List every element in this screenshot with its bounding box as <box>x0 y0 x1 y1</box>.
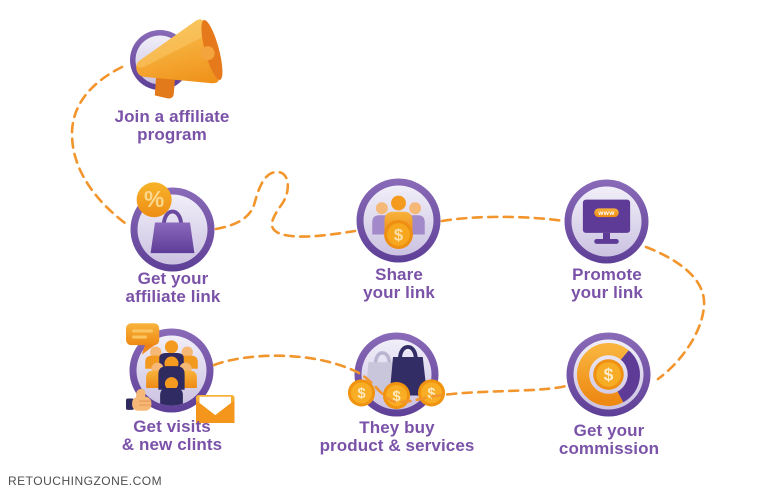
shopping-bags-coins-icon: $ $ $ <box>347 332 446 417</box>
megaphone-knob <box>200 46 215 61</box>
label-line: Promote <box>572 265 642 284</box>
dollar-symbol: $ <box>357 386 366 402</box>
person-head <box>375 202 388 215</box>
label-get-visits: Get visits & new clints <box>122 418 222 453</box>
label-line: Share <box>375 265 423 284</box>
bag-body <box>150 222 195 254</box>
crowd-group <box>145 340 198 406</box>
crowd-thumbsup-mail-icon <box>126 323 235 423</box>
monitor-neck <box>603 232 610 239</box>
dollar-coin: $ <box>347 379 376 407</box>
path-link-to-share-loop <box>214 170 357 238</box>
monitor-base <box>594 239 619 244</box>
label-they-buy: They buy product & services <box>320 419 475 454</box>
label-get-commission: Get your commission <box>559 422 659 457</box>
person-head <box>391 195 406 211</box>
www-text: www <box>597 210 615 217</box>
thumbs-up-icon <box>126 388 152 411</box>
www-pill <box>594 208 619 218</box>
percent-coin <box>136 182 172 218</box>
label-line: your link <box>363 282 435 302</box>
speech-bubble-icon <box>126 323 160 355</box>
label-line: Get visits <box>133 417 211 436</box>
label-line: Get your <box>137 269 209 288</box>
dollar-symbol: $ <box>604 365 614 385</box>
dollar-coin: $ <box>382 381 411 410</box>
dollar-symbol: $ <box>427 386 436 402</box>
megaphone-icon <box>130 19 223 99</box>
dollar-symbol: $ <box>394 226 403 245</box>
label-line: commission <box>558 438 660 458</box>
pie-purple-segment <box>617 350 640 403</box>
label-line: & new clints <box>121 434 223 454</box>
label-line: product & services <box>319 435 475 455</box>
percent-symbol: % <box>144 186 164 212</box>
label-line: affiliate link <box>125 286 221 306</box>
dollar-symbol: $ <box>392 389 401 405</box>
pie-orange-segment <box>576 343 629 406</box>
site-watermark: RETOUCHINGZONE.COM <box>8 474 163 488</box>
label-line: your link <box>571 282 643 302</box>
bag-handle <box>161 209 184 227</box>
person-head <box>409 202 422 215</box>
label-join-program: Join a affiliate program <box>115 108 230 143</box>
label-line: Get your <box>573 421 645 440</box>
label-share-your-link: Share your link <box>363 266 435 301</box>
label-promote-your-link: Promote your link <box>571 266 643 301</box>
label-line: They buy <box>359 418 435 437</box>
dollar-coin: $ <box>417 379 446 407</box>
label-line: program <box>137 124 207 144</box>
path-share-to-promote <box>440 215 566 223</box>
group-dollar-coin-icon: $ <box>356 178 441 263</box>
label-get-affiliate-link: Get your affiliate link <box>126 270 221 305</box>
pie-dollar-icon: $ <box>566 332 651 417</box>
shopping-bag-percent-icon: % <box>130 182 215 272</box>
monitor-www-icon: www <box>564 179 649 264</box>
label-line: Join a affiliate <box>114 107 230 126</box>
